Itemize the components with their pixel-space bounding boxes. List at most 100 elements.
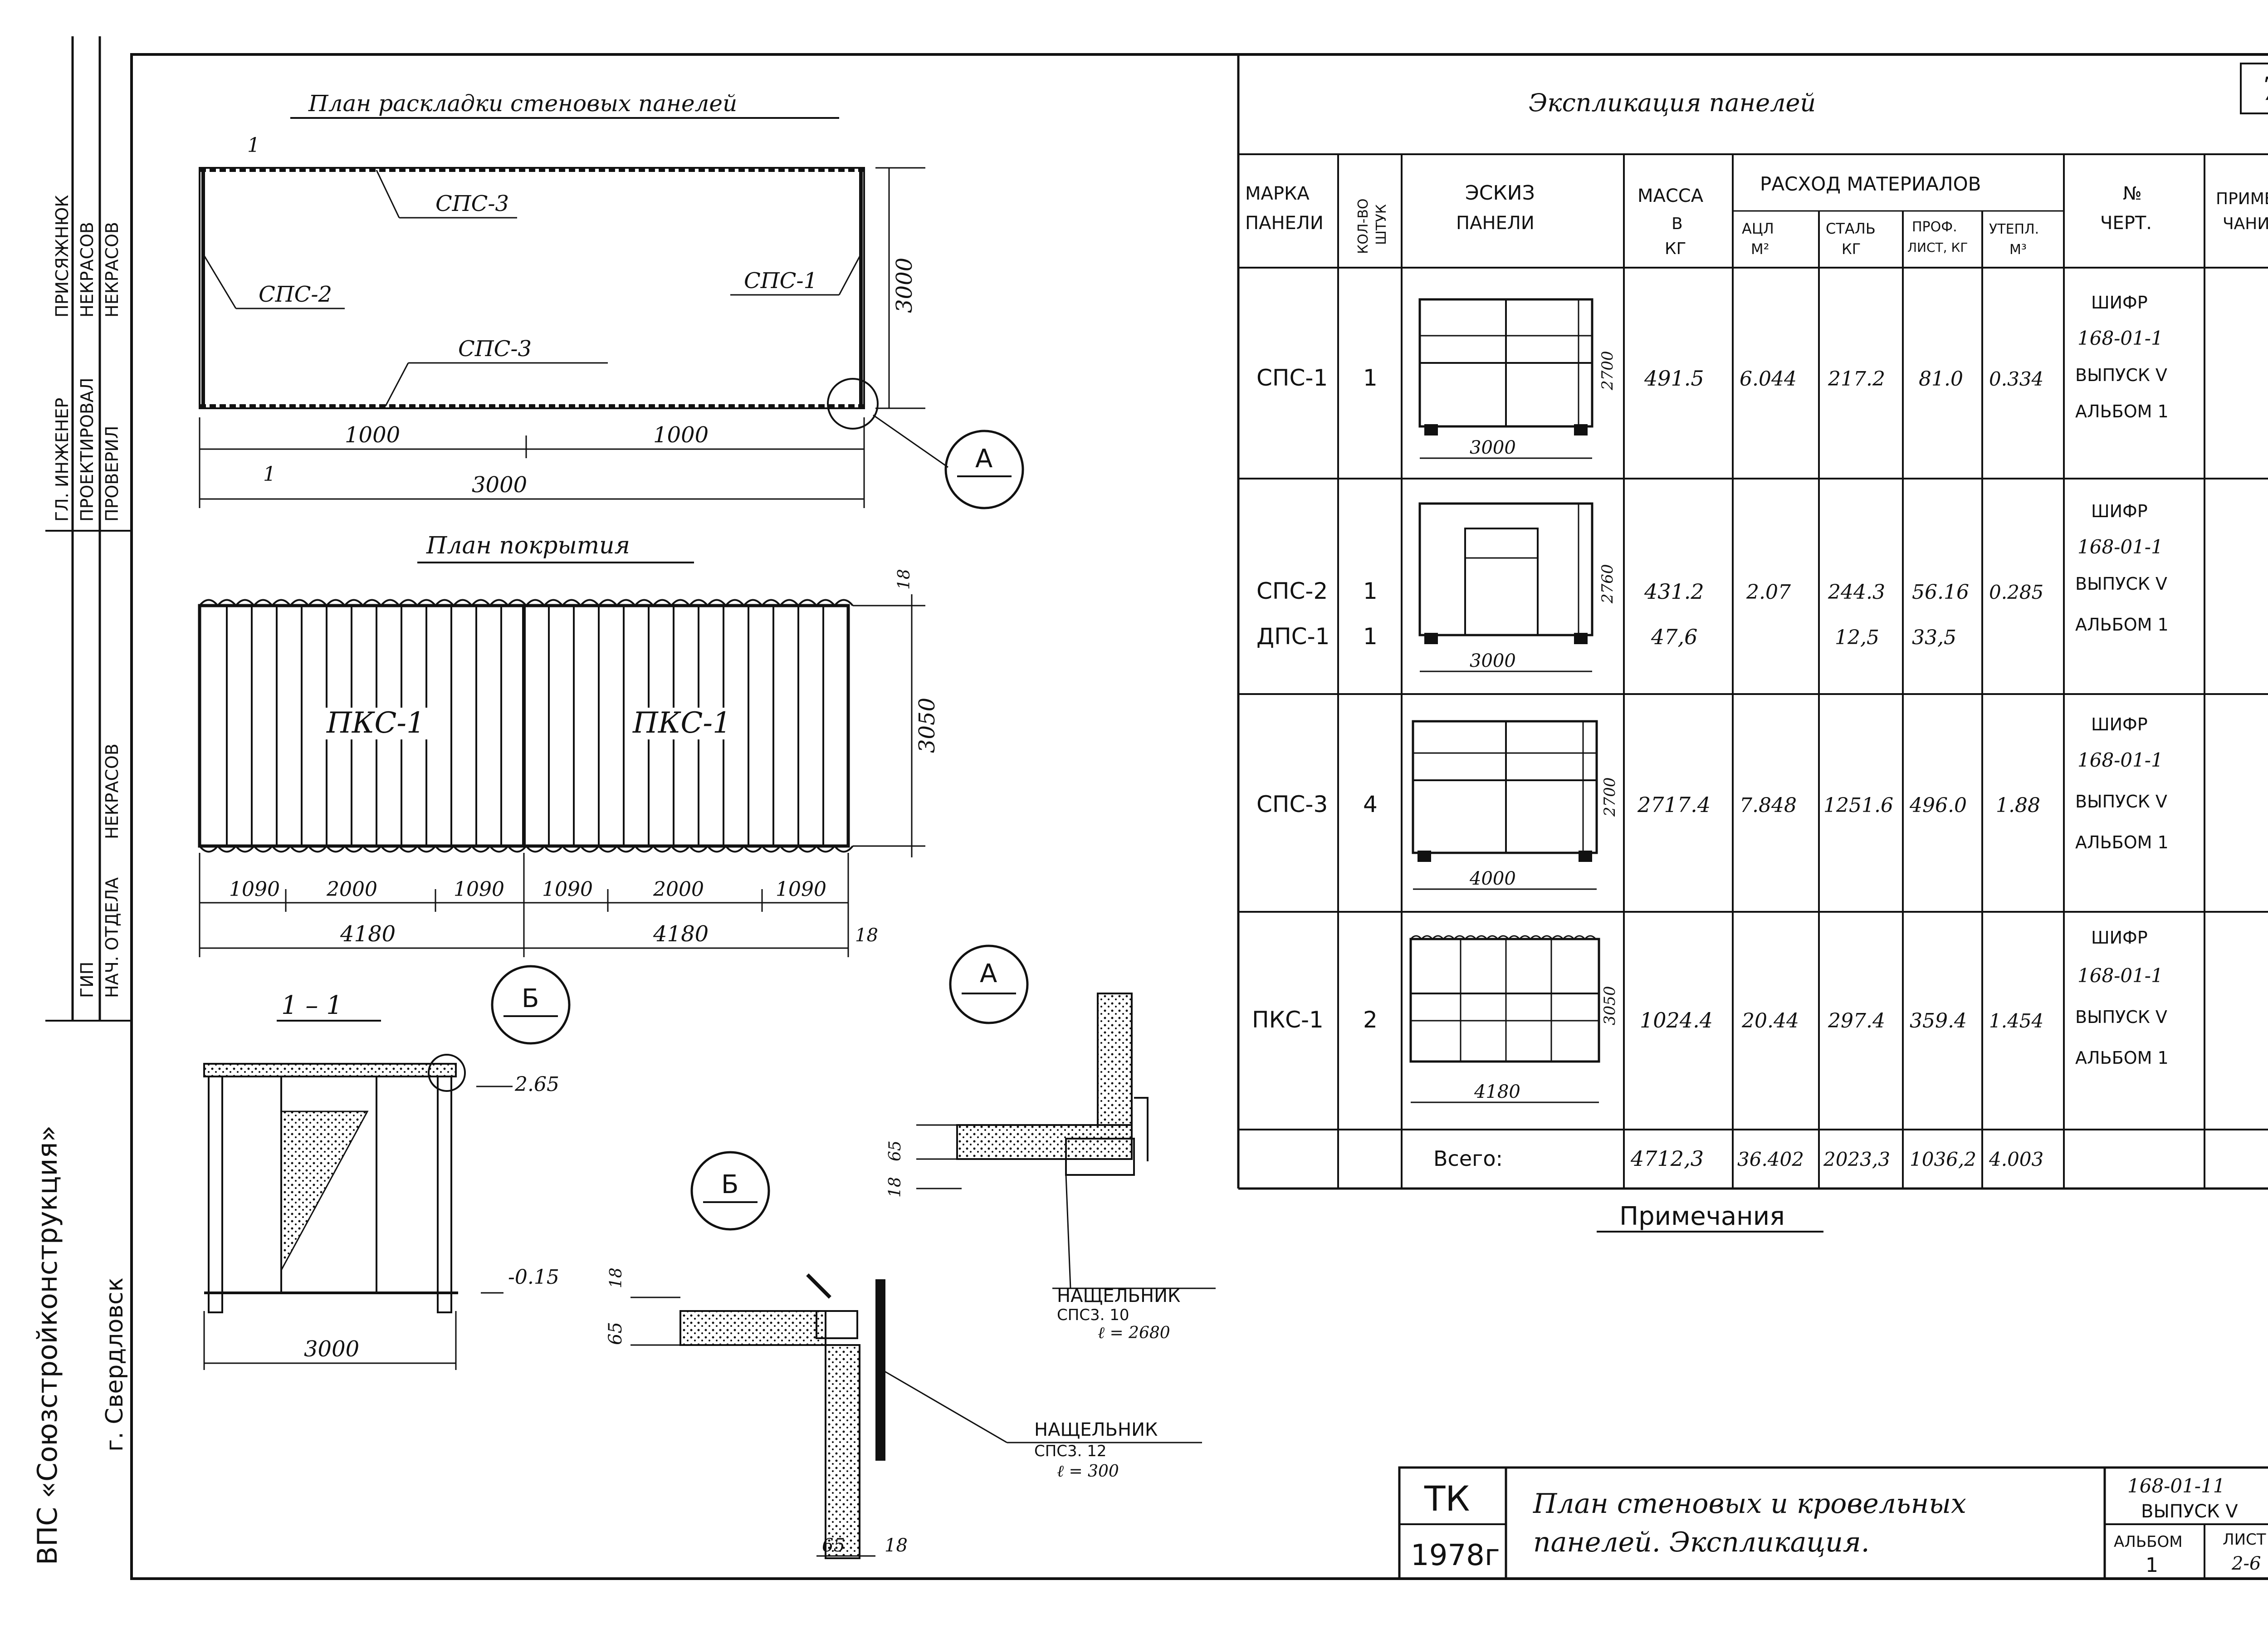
spec-table: Экспликация панелей 7 МАРКА ПАНЕЛИ КОЛ-В… [1237, 54, 2268, 1190]
row3-sketch-w: 4000 [1469, 868, 1516, 889]
row2-insul-1: 0.285 [1989, 581, 2043, 603]
level-2-65: 2.65 [514, 1073, 559, 1096]
row4-sketch: 3050 4180 [1409, 935, 1619, 1103]
row3-ref-1: ШИФР [2091, 714, 2148, 734]
row2-sketch-h: 2760 [1598, 564, 1617, 604]
stamp-name-4: НЕКРАСОВ [102, 744, 122, 839]
left-stamp: ВПС «Союзстройконструкция» г. Свердловск… [32, 36, 132, 1565]
dim-1090-d: 1090 [776, 878, 826, 901]
roof-plan: План покрытия ПКС-1 ПКС-1 [198, 532, 940, 957]
stamp-role-4: ГИП [77, 962, 97, 998]
hdr-sketch-2: ПАНЕЛИ [1456, 213, 1535, 234]
label-sps-3-top: СПС-3 [435, 191, 509, 216]
detail-a-note-1: НАЩЕЛЬНИК [1057, 1286, 1180, 1306]
dim-4180-b: 4180 [653, 921, 709, 947]
detail-a-note-2: СПС3. 10 [1057, 1306, 1129, 1324]
row2-sketch: 2760 3000 [1418, 502, 1617, 672]
row3-mark: СПС-3 [1256, 791, 1328, 817]
wall-panel-plan: План раскладки стеновых панелей СПС-3 СП… [199, 90, 1024, 509]
hdr-insul-1: УТЕПЛ. [1989, 221, 2039, 237]
row4-ref-2: 168-01-1 [2077, 964, 2163, 987]
callout-a-detail: А [980, 959, 997, 988]
notes-heading: Примечания [1619, 1202, 1785, 1231]
hdr-sketch-1: ЭСКИЗ [1465, 181, 1535, 205]
row4-qty: 2 [1363, 1007, 1378, 1033]
row1-steel: 217.2 [1828, 367, 1885, 391]
hdr-qty-2: ШТУК [1374, 204, 1389, 245]
hdr-steel-1: СТАЛЬ [1826, 220, 1876, 237]
row3-ref-2: 168-01-1 [2077, 749, 2163, 771]
row2-qty-1: 1 [1363, 578, 1378, 604]
row4-ref-3: ВЫПУСК V [2075, 1007, 2167, 1027]
hdr-drawing-2: ЧЕРТ. [2100, 213, 2152, 234]
total-prof: 1036,2 [1910, 1148, 1976, 1170]
row1-ref-4: АЛЬБОМ 1 [2075, 401, 2169, 421]
row2-ref-1: ШИФР [2091, 501, 2148, 521]
dim-18-top: 18 [895, 569, 914, 590]
hdr-insul-2: М³ [2009, 242, 2027, 258]
table-row: СПС-1 1 2700 3000 491.5 6.044 217.2 81.0… [1256, 293, 2169, 459]
row4-insul: 1.454 [1989, 1010, 2043, 1032]
row4-mass: 1024.4 [1640, 1008, 1713, 1032]
row2-prof-2: 33,5 [1912, 626, 1956, 649]
roof-ribs [226, 606, 824, 846]
hdr-prof-2: ЛИСТ, КГ [1907, 240, 1968, 255]
stamp-role-1: ГЛ. ИНЖЕНЕР [52, 398, 72, 522]
row1-qty: 1 [1363, 365, 1378, 391]
row2-mark-1: СПС-2 [1256, 578, 1328, 604]
row2-qty-2: 1 [1363, 623, 1378, 650]
row3-ref-3: ВЫПУСК V [2075, 792, 2167, 812]
row1-acl: 6.044 [1740, 367, 1797, 391]
stamp-org: ВПС «Союзстройконструкция» [32, 1125, 64, 1565]
hdr-notes-1: ПРИМЕ- [2216, 190, 2268, 208]
total-insul: 4.003 [1989, 1148, 2043, 1170]
hdr-prof-1: ПРОФ. [1912, 219, 1957, 235]
row1-ref-3: ВЫПУСК V [2075, 365, 2167, 385]
hdr-steel-2: КГ [1842, 240, 1861, 258]
section-title: 1 – 1 [281, 991, 342, 1020]
hdr-acl-1: АЦЛ [1742, 220, 1774, 237]
tb-album-num: 1 [2146, 1554, 2158, 1577]
row1-sketch-h: 2700 [1598, 351, 1617, 391]
label-sps-3-bottom: СПС-3 [458, 336, 532, 362]
section-1-1: 1 – 1 Б 2.65 -0.15 3000 [203, 965, 571, 1370]
row4-mark: ПКС-1 [1252, 1007, 1324, 1033]
detail-a: А 65 18 НАЩЕЛЬНИК СПС3. 10 ℓ = 2680 [886, 944, 1216, 1342]
row3-steel: 1251.6 [1823, 794, 1893, 817]
row3-acl: 7.848 [1740, 794, 1797, 817]
row4-prof: 359.4 [1910, 1009, 1967, 1032]
row2-ref-3: ВЫПУСК V [2075, 574, 2167, 594]
row1-sketch: 2700 3000 [1418, 298, 1617, 459]
hdr-acl-2: М² [1751, 240, 1769, 258]
detail-a-dim-18: 18 [886, 1177, 904, 1198]
stamp-role-3: ПРОВЕРИЛ [102, 426, 122, 522]
detail-b-dim-18-bottom: 18 [885, 1535, 908, 1556]
row1-insul: 0.334 [1989, 368, 2043, 390]
total-acl: 36.402 [1737, 1148, 1804, 1170]
detail-a-dim-65: 65 [886, 1140, 904, 1161]
row4-acl: 20.44 [1741, 1009, 1799, 1032]
roof-plan-title: План покрытия [426, 532, 630, 559]
dim-1090-c: 1090 [542, 878, 593, 901]
row2-prof-1: 56.16 [1912, 581, 1969, 604]
detail-b-dim-18-top: 18 [607, 1267, 626, 1288]
callout-b-detail: Б [721, 1170, 738, 1199]
row4-ref-4: АЛЬБОМ 1 [2075, 1048, 2169, 1068]
total-steel: 2023,3 [1823, 1148, 1890, 1170]
detail-b-note-1: НАЩЕЛЬНИК [1034, 1419, 1158, 1440]
row4-ref-1: ШИФР [2091, 928, 2148, 948]
sheet-number: 7 [2261, 70, 2268, 108]
section-mark-1-top: 1 [247, 134, 260, 157]
table-row: ПКС-1 2 3050 4180 1024.4 20.44 297.4 359… [1252, 928, 2169, 1103]
hdr-mass-2: В [1672, 215, 1683, 233]
stamp-name-1: ПРИСЯЖНЮК [52, 195, 72, 318]
callout-b-section: Б [522, 984, 539, 1013]
tb-doc-code: 168-01-11 [2127, 1475, 2225, 1497]
hdr-qty-1: КОЛ-ВО [1355, 199, 1371, 254]
detail-b-dim-65-bottom: 65 [822, 1535, 845, 1556]
dim-1090-b: 1090 [454, 878, 504, 901]
row2-sketch-w: 3000 [1470, 651, 1516, 671]
detail-b-note-2: СПС3. 12 [1034, 1442, 1107, 1460]
hdr-drawing-1: № [2123, 183, 2142, 204]
